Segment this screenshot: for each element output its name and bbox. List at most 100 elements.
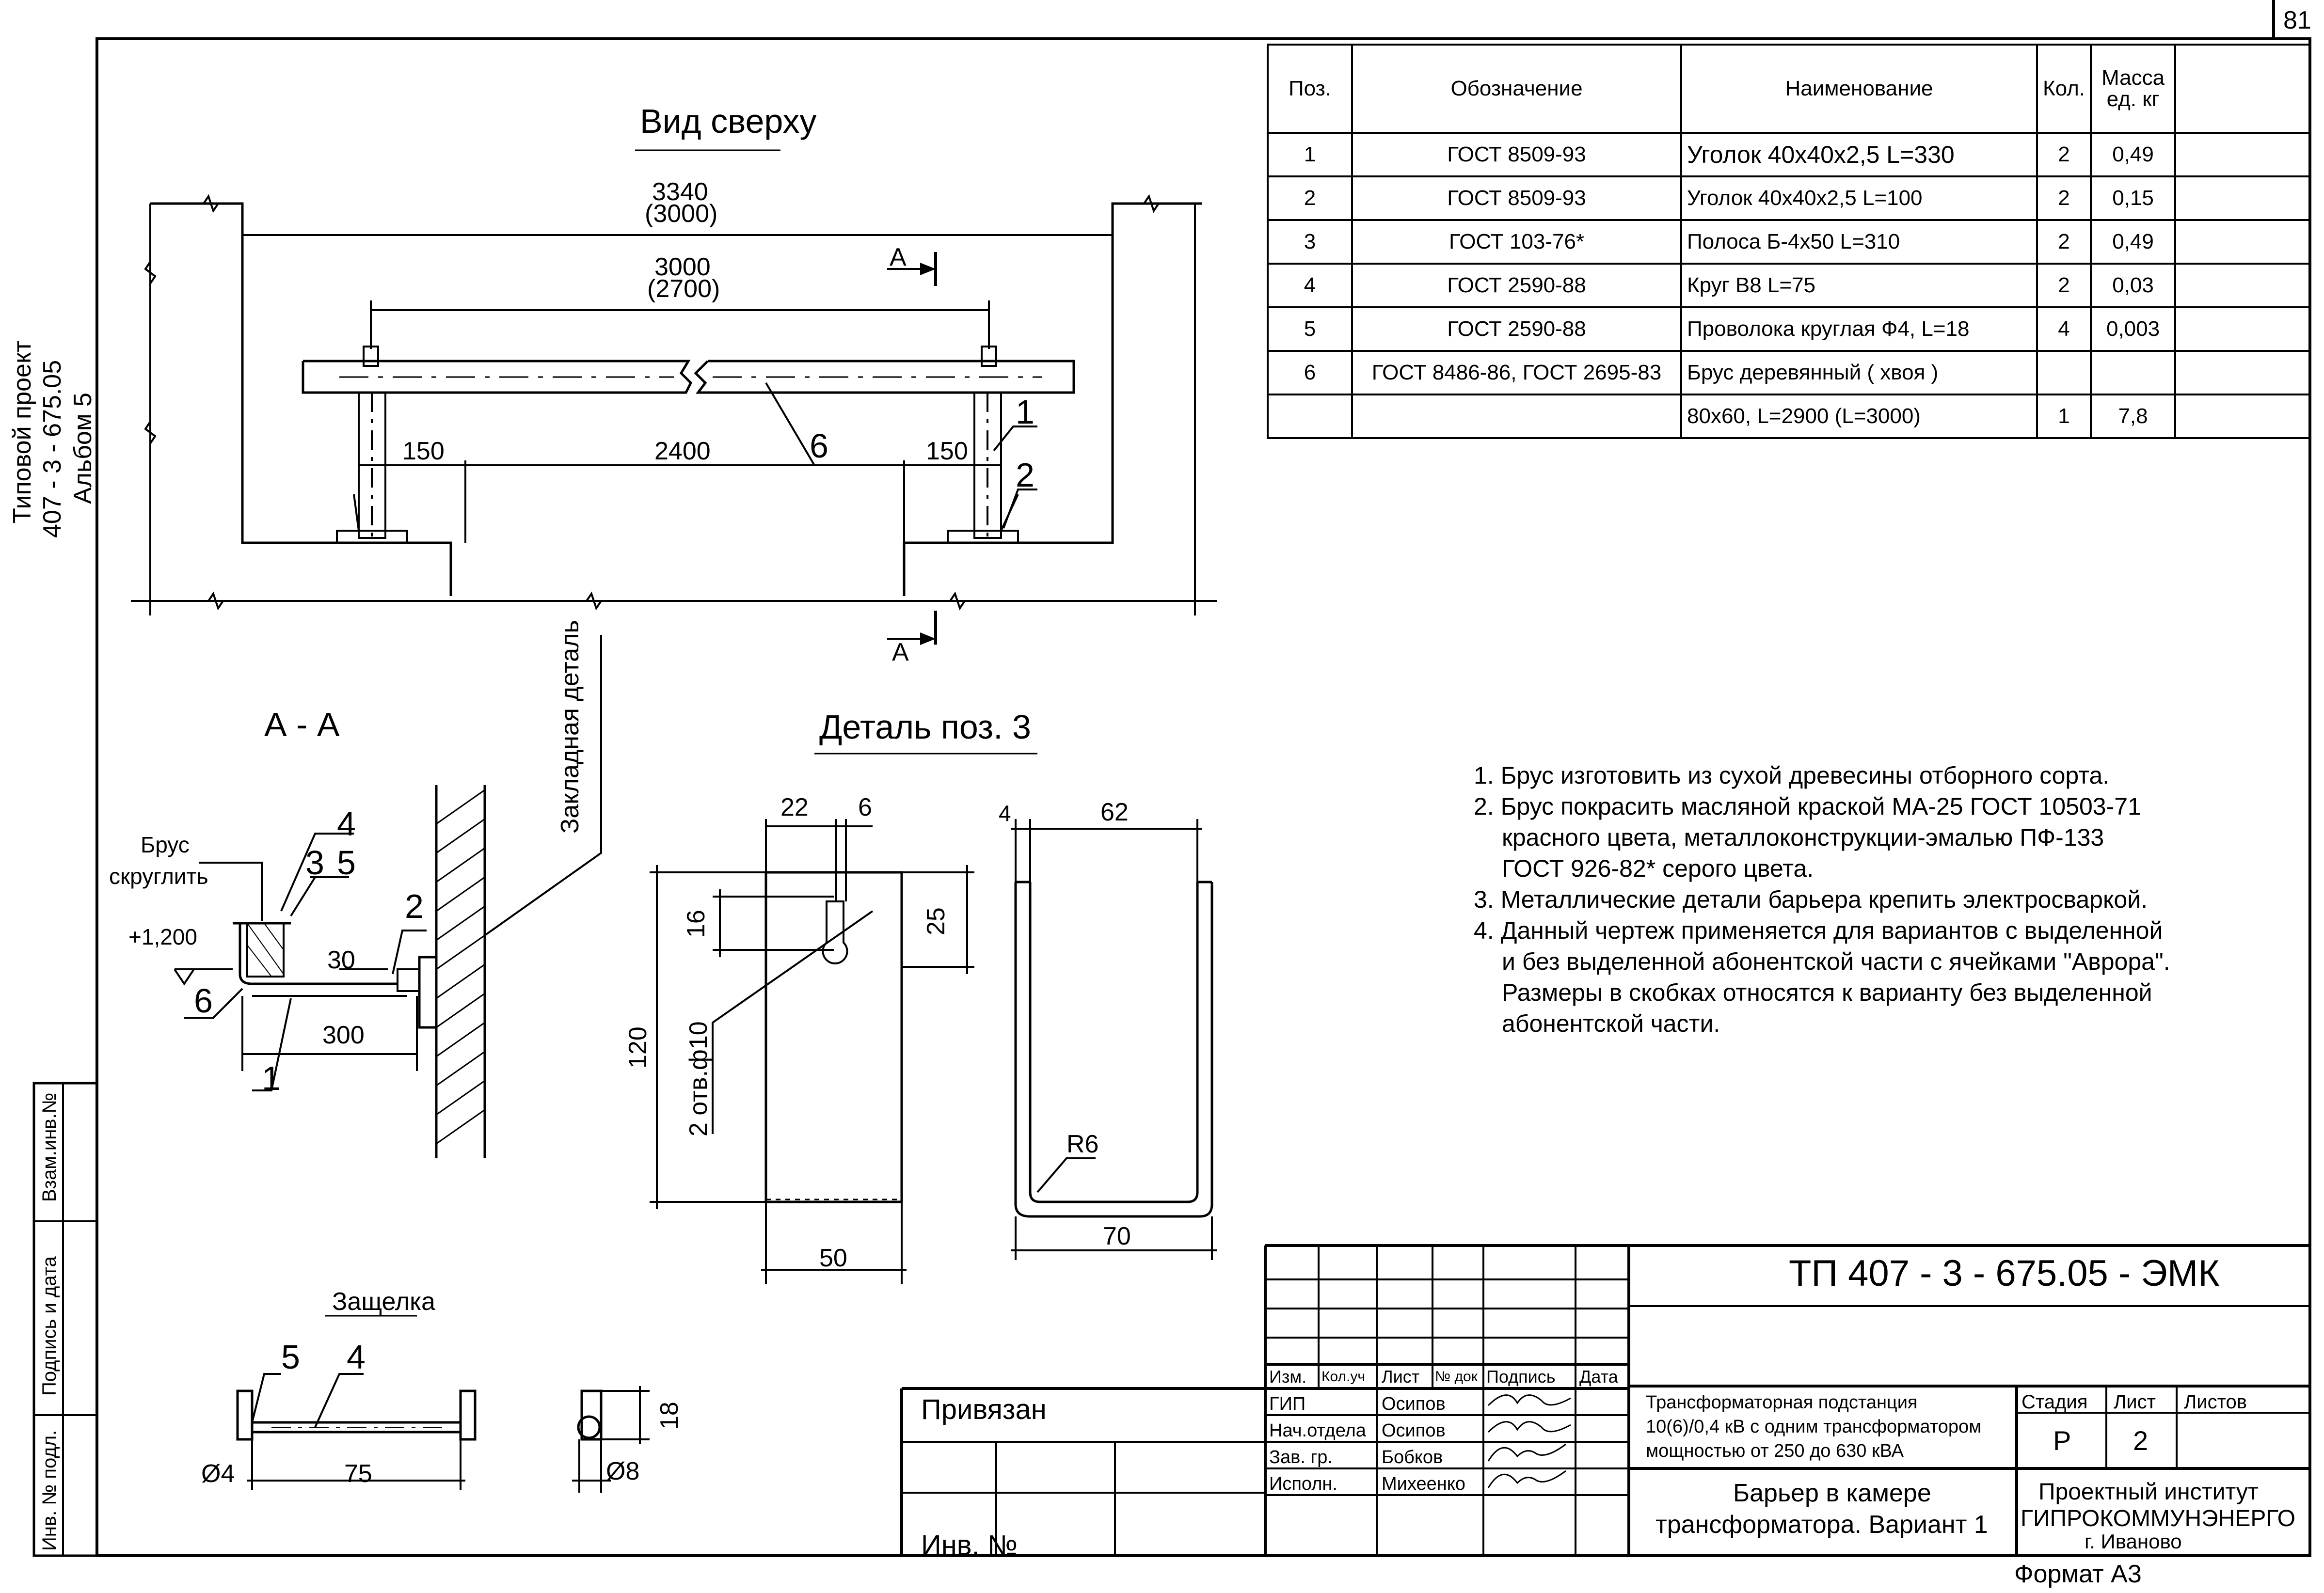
project-line2: 10(6)/0,4 кВ с одним трансформатором — [1646, 1417, 1982, 1437]
notes-block: 1. Брус изготовить из сухой древесины от… — [1474, 761, 2170, 1040]
spec-cell — [2174, 306, 2312, 352]
elevation-label: +1,200 — [128, 924, 197, 949]
rev-col-kolich: Кол.уч — [1321, 1369, 1365, 1385]
sheet-frame — [96, 37, 2311, 1557]
dim-150a: 150 — [402, 437, 445, 465]
spec-col-pos: Поз. — [1267, 44, 1353, 134]
spec-cell — [1351, 394, 1682, 439]
sheet-number: 81 — [2283, 6, 2311, 34]
phi8-label: Ø8 — [606, 1457, 640, 1485]
left-strip — [32, 1082, 98, 1557]
hole-label: 2 отв.ф10 — [684, 1021, 713, 1136]
pos-5-aa: 5 — [337, 844, 356, 882]
note-line: красного цвета, металлоконструкции-эмаль… — [1502, 824, 2104, 851]
phi4-label: Ø4 — [201, 1460, 235, 1488]
section-mark-bottom: А — [892, 638, 909, 666]
spec-col-mass: Масса ед. кг — [2090, 44, 2177, 134]
spec-cell: Уголок 40х40х2,5 L=100 — [1680, 175, 2038, 221]
spec-cell: 0,003 — [2090, 306, 2177, 352]
spec-cell: ГОСТ 8509-93 — [1351, 132, 1682, 177]
dim-50: 50 — [819, 1244, 847, 1272]
dim-300: 300 — [322, 1021, 365, 1049]
dim-120: 120 — [624, 1026, 652, 1069]
org-line3: г. Иваново — [2085, 1530, 2182, 1553]
spec-cell: 2 — [2036, 132, 2092, 177]
brus-round-label: скруглить — [109, 864, 208, 889]
side-stamp-line3: Альбом 5 — [69, 393, 97, 504]
spec-cell: 2 — [1267, 175, 1353, 221]
spec-cell: ГОСТ 2590-88 — [1351, 263, 1682, 308]
spec-cell: 5 — [1267, 306, 1353, 352]
dim-4: 4 — [999, 801, 1011, 826]
top-view-title: Вид сверху — [640, 102, 817, 140]
dim-150b: 150 — [926, 437, 968, 465]
spec-cell: 0,49 — [2090, 219, 2177, 265]
spec-cell: 4 — [2036, 306, 2092, 352]
pos-1-top: 1 — [1016, 393, 1035, 431]
dim-75: 75 — [344, 1460, 372, 1488]
pos-5-latch: 5 — [281, 1338, 300, 1376]
note-line: Размеры в скобках относятся к варианту б… — [1502, 979, 2152, 1006]
dim-22: 22 — [780, 793, 809, 821]
stage-value: Р — [2053, 1425, 2071, 1456]
role-gip: ГИП — [1269, 1394, 1306, 1414]
dim-62: 62 — [1100, 798, 1129, 826]
section-aa-title: А - А — [264, 706, 340, 743]
note-line: и без выделенной абонентской части с яче… — [1502, 948, 2170, 975]
spec-col-qty: Кол. — [2036, 44, 2092, 134]
role-ispoln: Исполн. — [1269, 1474, 1337, 1494]
dim-6: 6 — [858, 793, 872, 821]
note-line: 1. Брус изготовить из сухой древесины от… — [1474, 762, 2110, 789]
spec-cell: 2 — [2036, 219, 2092, 265]
spec-cell: 6 — [1267, 350, 1353, 395]
dim-30: 30 — [327, 946, 355, 974]
sheet-header: Лист — [2114, 1391, 2156, 1413]
spec-cell: 0,49 — [2090, 132, 2177, 177]
detail-pos3-drawing — [650, 753, 1037, 1284]
spec-cell: 1 — [1267, 132, 1353, 177]
spec-cell: ГОСТ 8486-86, ГОСТ 2695-83 — [1351, 350, 1682, 395]
note-line: 2. Брус покрасить масляной краской МА-25… — [1474, 793, 2141, 820]
stage-header: Стадия — [2022, 1391, 2088, 1413]
spec-cell: 2 — [2036, 175, 2092, 221]
spec-cell: 0,03 — [2090, 263, 2177, 308]
spec-cell — [2174, 175, 2312, 221]
side-stamp-line2: 407 - 3 - 675.05 — [38, 360, 66, 538]
org-line1: Проектный институт — [2038, 1479, 2259, 1505]
spec-cell: ГОСТ 2590-88 — [1351, 306, 1682, 352]
note-line: 3. Металлические детали барьера крепить … — [1474, 886, 2148, 913]
sheets-header: Листов — [2184, 1391, 2247, 1413]
org-line2: ГИПРОКОММУНЭНЕРГО — [2021, 1506, 2295, 1531]
spec-cell: Проволока круглая Ф4, L=18 — [1680, 306, 2038, 352]
rev-col-date: Дата — [1579, 1367, 1618, 1387]
embedded-part-label: Закладная деталь — [556, 620, 584, 834]
brus-label: Брус — [141, 832, 190, 857]
spec-cell: 80х60, L=2900 (L=3000) — [1680, 394, 2038, 439]
dim-70: 70 — [1103, 1222, 1131, 1250]
spec-cell: Полоса Б-4х50 L=310 — [1680, 219, 2038, 265]
spec-cell: 1 — [2036, 394, 2092, 439]
dim-2700b: (2700) — [647, 275, 720, 303]
dim-3340: 3340 — [652, 178, 708, 206]
dim-3000b: (3000) — [645, 200, 718, 228]
title-block-lines — [900, 1244, 2310, 1556]
spec-cell: 3 — [1267, 219, 1353, 265]
left-strip-inv: Инв. № подл. — [39, 1430, 60, 1551]
pos-2-top: 2 — [1016, 456, 1035, 494]
latch-title: Защелка — [332, 1288, 435, 1316]
specification-table: Поз. Обозначение Наименование Кол. Масса… — [1267, 44, 2312, 439]
project-line3: мощностью от 250 до 630 кВА — [1646, 1441, 1904, 1461]
spec-cell: ГОСТ 103-76* — [1351, 219, 1682, 265]
side-stamp-line1: Типовой проект — [8, 340, 36, 523]
spec-cell: Уголок 40х40х2,5 L=330 — [1680, 132, 2038, 177]
spec-cell: Брус деревянный ( хвоя ) — [1680, 350, 2038, 395]
spec-col-designation: Обозначение — [1351, 44, 1682, 134]
rev-col-izm: Изм. — [1269, 1367, 1307, 1387]
pos-4-latch: 4 — [347, 1338, 366, 1376]
latch-drawing — [236, 1315, 650, 1493]
